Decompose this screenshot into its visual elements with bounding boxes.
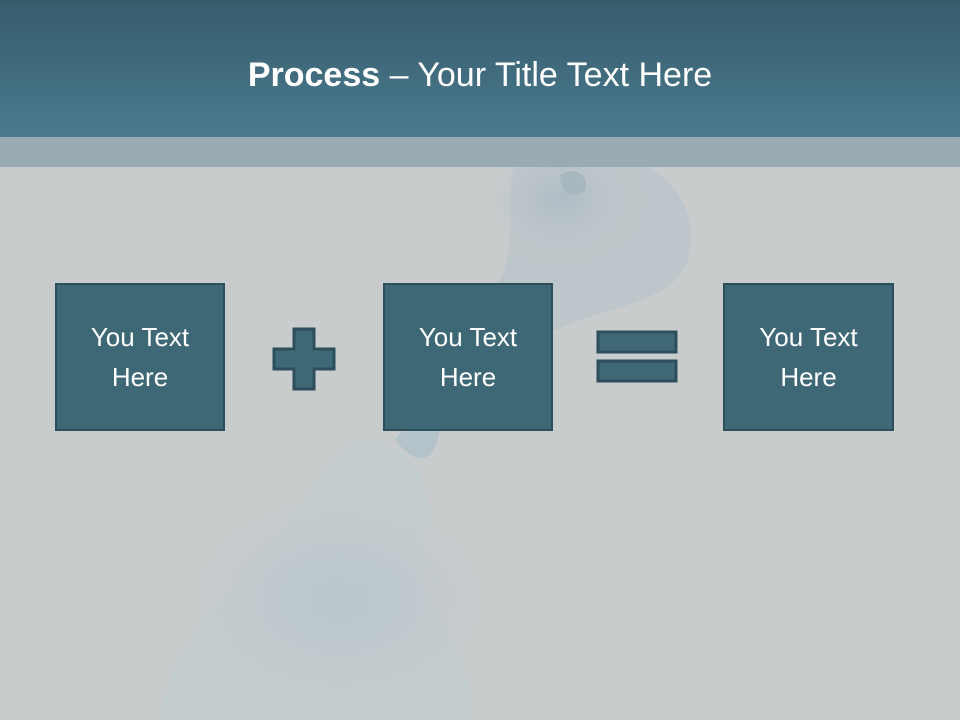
title-bold: Process xyxy=(247,56,381,94)
text-box-2-line2: Here xyxy=(439,362,497,392)
equals-icon xyxy=(596,330,678,383)
text-box-3[interactable]: You Text Here xyxy=(723,283,894,431)
slide-title[interactable]: Process – Your Title Text Here xyxy=(0,52,960,98)
title-rest: – Your Title Text Here xyxy=(380,56,713,94)
text-box-1[interactable]: You Text Here xyxy=(55,283,225,431)
title-accent-strip xyxy=(0,137,960,167)
text-box-3-line2: Here xyxy=(780,362,837,392)
plus-icon xyxy=(272,327,336,391)
text-box-3-line1: You Text xyxy=(759,322,858,352)
text-box-2-line1: You Text xyxy=(418,322,518,352)
text-box-2[interactable]: You Text Here xyxy=(383,283,553,431)
title-bar xyxy=(0,0,960,137)
text-box-1-line2: Here xyxy=(111,362,169,392)
text-box-1-line1: You Text xyxy=(90,322,190,352)
